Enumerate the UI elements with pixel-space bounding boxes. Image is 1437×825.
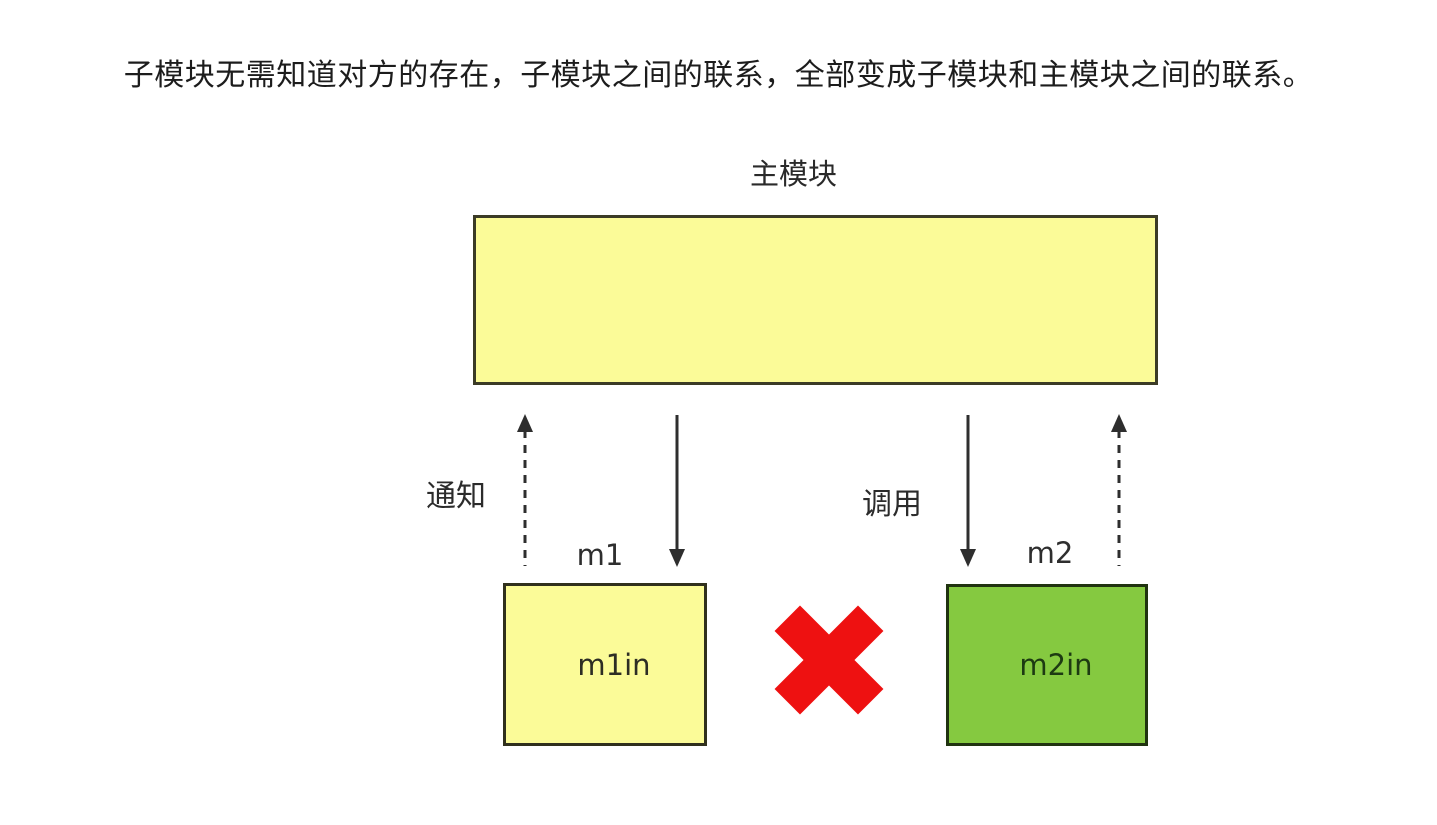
page-title: 子模块无需知道对方的存在，子模块之间的联系，全部变成子模块和主模块之间的联系。	[123, 58, 1314, 93]
main-module-label: 主模块	[750, 157, 838, 191]
module-m1-title: m1	[576, 538, 624, 572]
module-m2-title: m2	[1026, 536, 1074, 570]
notify-dashed-up-arrow-left	[517, 414, 533, 566]
dispatch-solid-down-arrow-left	[669, 415, 685, 567]
module-m2-box: m2in	[946, 584, 1148, 746]
notify-label: 通知	[426, 479, 486, 514]
notify-dashed-up-arrow-right	[1111, 414, 1127, 566]
module-m1-content-label: m1in	[577, 647, 651, 682]
module-m2-content-label: m2in	[1019, 648, 1093, 682]
call-solid-down-arrow-right	[960, 415, 976, 567]
main-module-box	[473, 215, 1158, 385]
module-m1-box: m1in	[503, 583, 707, 746]
call-label: 调用	[862, 487, 922, 522]
